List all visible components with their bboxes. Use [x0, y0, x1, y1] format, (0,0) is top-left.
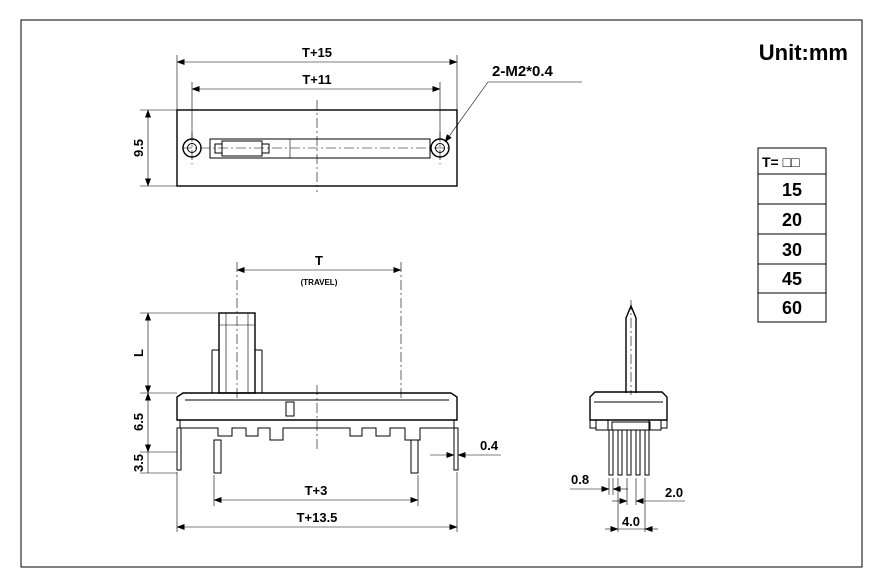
dim-plate-height: 9.5	[131, 139, 146, 157]
dim-total-width: T+15	[302, 45, 332, 60]
table-row: 15	[782, 180, 802, 200]
dim-travel: T	[315, 253, 323, 268]
pin-outer-left	[176, 427, 182, 471]
unit-label: Unit:mm	[759, 40, 848, 65]
side-pin	[626, 429, 632, 476]
slider-body	[176, 392, 458, 421]
table-row: 20	[782, 210, 802, 230]
travel-note: (TRAVEL)	[301, 278, 338, 287]
side-pin	[608, 429, 614, 476]
front-view: T (TRAVEL) L 6.5 3.5 0.4 T+3 T+13.5	[131, 253, 501, 532]
dim-pin-offset: 0.8	[571, 472, 589, 487]
side-pin	[644, 429, 650, 476]
pin-inner-right	[410, 439, 419, 474]
dim-pin-thickness: 0.4	[480, 438, 499, 453]
side-body	[589, 391, 668, 421]
slider-knob-top	[221, 140, 263, 157]
side-pin	[617, 429, 623, 476]
travel-table: T= □□ 15 20 30 45 60	[757, 147, 827, 323]
dim-outer-pins: T+13.5	[297, 510, 338, 525]
dim-body-height: 6.5	[131, 413, 146, 431]
pin-inner-left	[213, 439, 222, 474]
side-pin	[635, 429, 641, 476]
side-view: 0.8 2.0 4.0	[570, 300, 685, 532]
table-header: T= □□	[762, 154, 800, 170]
pin-outer-right	[453, 427, 459, 471]
dim-pin-length: 3.5	[131, 454, 146, 472]
dim-pin-pitch: 2.0	[665, 485, 683, 500]
dim-lever-length: L	[131, 349, 146, 357]
table-row: 60	[782, 298, 802, 318]
dim-pin-spacing: T+3	[305, 483, 328, 498]
top-view: T+15 T+11 9.5 2-M2*0.4	[131, 45, 582, 192]
table-row: 45	[782, 269, 802, 289]
hole-callout: 2-M2*0.4	[492, 63, 554, 80]
dim-pin-span: 4.0	[622, 514, 640, 529]
dim-hole-spacing: T+11	[302, 72, 331, 87]
sheet-border	[20, 19, 863, 568]
slider-slot	[209, 138, 431, 159]
table-row: 30	[782, 240, 802, 260]
